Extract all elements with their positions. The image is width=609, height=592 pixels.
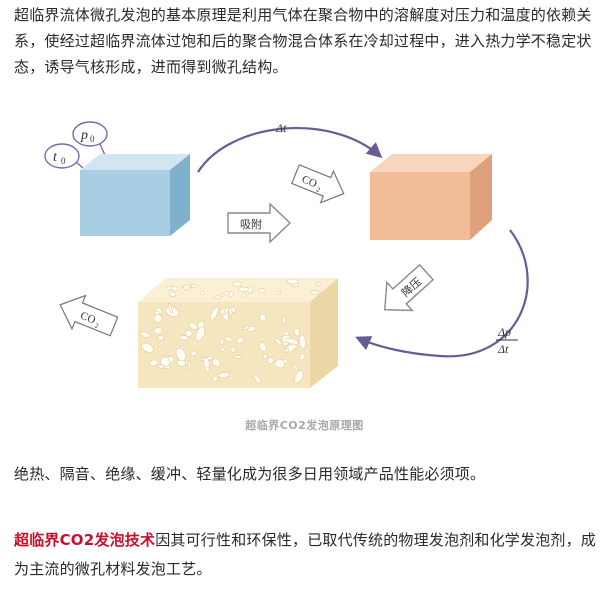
p0-bubble: p 0 xyxy=(72,121,110,164)
foam-pore xyxy=(285,347,290,353)
t0-label: t xyxy=(53,150,58,165)
uses-paragraph: 绝热、隔音、绝缘、缓冲、轻量化成为很多日用领域产品性能必须项。 xyxy=(14,465,486,483)
foam-pore xyxy=(286,278,299,285)
dp-dt-fraction: Δp Δt xyxy=(496,325,518,356)
tech-paragraph: 超临界CO2发泡技术因其可行性和环保性，已取代传统的物理发泡剂和化学发泡剂，成为… xyxy=(14,526,596,584)
co2-top-label: CO xyxy=(300,173,319,190)
foam-pore xyxy=(299,334,306,349)
foam-pore xyxy=(191,283,196,288)
foam-pore xyxy=(259,313,267,322)
co2-top-subscript: 2 xyxy=(315,185,322,194)
foam-pore xyxy=(204,366,210,373)
foam-pore xyxy=(291,364,299,371)
foam-pore xyxy=(209,306,219,321)
t0-subscript: 0 xyxy=(61,156,66,166)
foam-pore xyxy=(187,360,192,372)
foam-pore xyxy=(168,302,173,314)
foam-pore xyxy=(157,335,164,341)
foam-pore xyxy=(217,372,230,379)
tech-text: 因其可行性和环保性，已取代传统的物理发泡剂和化学发泡剂，成为主流的微孔材料发泡工… xyxy=(14,531,597,578)
delta-t-top-label: Δt xyxy=(275,121,287,135)
p0-label: p xyxy=(80,128,88,143)
foam-pore xyxy=(238,286,249,292)
figure-caption: 超临界CO2发泡原理图 xyxy=(245,419,364,432)
foam-pore xyxy=(175,347,186,362)
foam-pore xyxy=(224,336,233,343)
foam-pore xyxy=(258,288,265,294)
foam-pore xyxy=(189,321,198,331)
foam-pore xyxy=(190,351,197,356)
foam-pore xyxy=(169,291,177,297)
dp-label: Δp xyxy=(497,325,511,339)
foam-pore xyxy=(277,290,282,295)
foam-pore xyxy=(228,291,234,298)
foam-pore xyxy=(200,290,205,296)
foam-pore xyxy=(149,359,159,367)
foam-pore xyxy=(172,345,180,349)
foam-pore xyxy=(178,367,184,372)
foam-pore xyxy=(153,326,163,335)
foam-pore xyxy=(241,293,246,298)
foam-pore xyxy=(259,342,267,352)
foam-pore xyxy=(160,356,171,367)
foam-pore xyxy=(282,316,286,325)
foam-pore xyxy=(213,295,223,299)
foam-pore xyxy=(179,335,189,341)
adsorb-label: 吸附 xyxy=(240,217,262,231)
foam-pore xyxy=(228,307,233,317)
foam-pore xyxy=(253,374,261,385)
foam-pore xyxy=(285,337,299,345)
foam-pore xyxy=(171,286,179,292)
foam-pore xyxy=(232,281,242,287)
foam-pore xyxy=(141,342,154,353)
foam-pore xyxy=(139,331,151,338)
foam-pore xyxy=(184,330,193,337)
adsorb-arrow: 吸附 xyxy=(227,202,292,244)
foam-pore xyxy=(195,326,206,342)
foam-pore xyxy=(220,347,225,352)
foam-pore xyxy=(315,282,322,287)
right-arc-arrow xyxy=(355,229,529,358)
foam-pore xyxy=(211,358,221,367)
foam-pore xyxy=(236,337,245,344)
polymer-cube-initial xyxy=(80,154,190,236)
top-arc-arrow xyxy=(197,126,383,173)
tech-highlight: 超临界CO2发泡技术 xyxy=(14,531,156,549)
foam-pore xyxy=(158,340,165,347)
intro-paragraph: 超临界流体微孔发泡的基本原理是利用气体在聚合物中的溶解度对压力和温度的依赖关系，… xyxy=(14,6,592,76)
foam-pore xyxy=(242,325,251,330)
depressurize-arrow: 降压 xyxy=(383,263,435,312)
p0-subscript: 0 xyxy=(90,134,95,144)
foam-pore xyxy=(274,337,282,345)
foam-pore xyxy=(309,290,321,295)
foam-pore xyxy=(233,355,243,359)
co2-out-arrow: CO 2 xyxy=(59,294,119,337)
foam-pore xyxy=(212,375,218,382)
co2-bottom-label: CO xyxy=(79,310,98,327)
polymer-cube-saturated xyxy=(370,154,492,240)
foam-pore xyxy=(274,359,285,369)
foam-pore xyxy=(299,353,306,361)
co2-in-arrow: CO 2 xyxy=(291,164,345,204)
foaming-principle-diagram: t 0 p 0 Δt CO 2 吸附 降压 Δp xyxy=(44,121,529,388)
foam-pore xyxy=(293,327,300,337)
foam-pore xyxy=(266,357,274,364)
foam-pore xyxy=(219,338,224,346)
foam-pore xyxy=(294,370,304,384)
foam-pore xyxy=(153,314,163,323)
co2-bottom-subscript: 2 xyxy=(94,322,101,331)
foam-pore xyxy=(230,347,236,353)
foam-pore xyxy=(223,306,229,315)
foam-pore xyxy=(183,284,190,291)
dt-label: Δt xyxy=(497,342,509,356)
foam-pore xyxy=(263,353,268,359)
foamed-block xyxy=(138,278,338,388)
foam-pore xyxy=(282,331,290,336)
